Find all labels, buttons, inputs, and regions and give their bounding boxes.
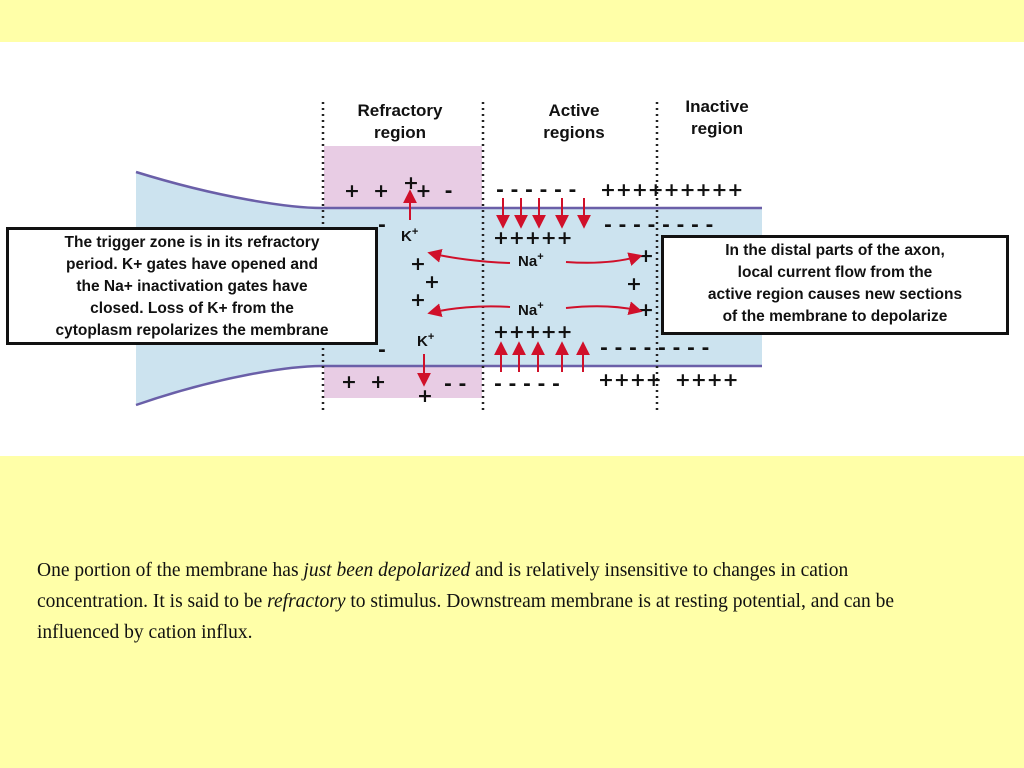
caption-part-2: and is relatively insensitive to changes… xyxy=(37,560,849,612)
charge-inner-bottom-refractory: - xyxy=(378,339,386,361)
current-arrow-bottom-left xyxy=(427,303,511,318)
caption-part-3: to stimulus. Downstream membrane is at r… xyxy=(37,591,895,643)
na-ion-top-label: Na+ xyxy=(518,251,544,270)
caption-part-1: One portion of the membrane has xyxy=(37,560,304,581)
charges-mid-right-3: + xyxy=(638,299,654,321)
caption: One portion of the membrane has just bee… xyxy=(37,555,957,648)
refractory-region-label: Refractory region xyxy=(357,101,443,142)
charges-mid-left-3: + xyxy=(410,289,426,311)
charge-bottom-refractory-low: + xyxy=(417,385,433,407)
charge-inner-top-refractory: - xyxy=(378,214,386,236)
right-callout: In the distal parts of the axon, local c… xyxy=(661,235,1009,335)
na-influx-arrows-bottom xyxy=(494,341,590,372)
charges-inner-top-inactive: - - - - - - - - xyxy=(604,214,713,236)
charge-top-refractory-raised: + xyxy=(403,172,419,194)
caption-emphasis-refractory: refractory xyxy=(267,591,346,612)
caption-emphasis-depolarized: just been depolarized xyxy=(303,560,471,581)
k-ion-bottom-label: K+ xyxy=(417,331,434,350)
current-arrow-top-right xyxy=(565,252,643,266)
charges-mid-right-2: + xyxy=(626,273,642,295)
charges-mid-left-2: + xyxy=(424,271,440,293)
current-arrow-bottom-right xyxy=(565,301,643,316)
charges-bottom-inactive: ++++ ++++ xyxy=(598,369,739,391)
figure-panel: + + + - + - - - - - - +++++++++ - +++++ … xyxy=(0,42,1024,456)
na-ion-bottom-label: Na+ xyxy=(518,300,544,319)
charges-bottom-refractory-minus: - - xyxy=(444,373,466,395)
charges-top-inactive: +++++++++ xyxy=(600,179,743,201)
charges-bottom-active: - - - - - xyxy=(494,373,560,395)
charges-bottom-refractory: + + xyxy=(341,371,386,393)
active-region-label: Active regions xyxy=(543,101,605,142)
charges-mid-left: + xyxy=(410,253,426,275)
charges-inner-bottom-inactive: - - - - - - - - xyxy=(600,337,709,359)
left-callout: The trigger zone is in its refractory pe… xyxy=(6,227,378,345)
charges-inner-top-active: +++++ xyxy=(493,227,573,249)
charges-mid-right: + xyxy=(638,245,654,267)
charges-top-refractory: + + + - xyxy=(344,180,453,202)
k-ion-top-label: K+ xyxy=(401,226,418,245)
na-influx-arrows-top xyxy=(496,198,591,229)
upper-membrane xyxy=(135,170,762,210)
inactive-region-label: Inactive region xyxy=(685,97,749,138)
lower-membrane xyxy=(135,364,762,407)
charges-inner-bottom-active: +++++ xyxy=(493,321,573,343)
current-arrow-top-left xyxy=(427,248,511,264)
charges-top-active: - - - - - - xyxy=(496,179,576,201)
